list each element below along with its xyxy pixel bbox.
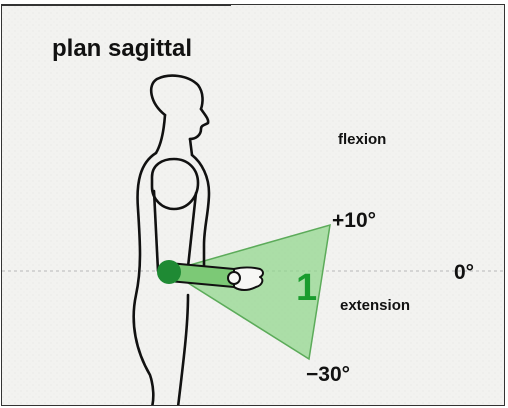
wrist-joint-icon bbox=[228, 272, 240, 284]
zero-angle-label: 0° bbox=[454, 261, 474, 285]
minus-angle-label: −30° bbox=[306, 363, 350, 387]
extension-label: extension bbox=[340, 297, 410, 314]
diagram-canvas bbox=[2, 5, 505, 406]
diagram-title: plan sagittal bbox=[52, 35, 192, 63]
paper-texture bbox=[2, 5, 505, 406]
elbow-joint-icon bbox=[157, 260, 181, 284]
diagram-frame: plan sagittal flexion +10° 0° 1 extensio… bbox=[1, 4, 505, 406]
flexion-label: flexion bbox=[338, 131, 386, 148]
plus-angle-label: +10° bbox=[332, 209, 376, 233]
top-border-accent bbox=[1, 4, 231, 6]
sector-marker-label: 1 bbox=[296, 267, 317, 310]
